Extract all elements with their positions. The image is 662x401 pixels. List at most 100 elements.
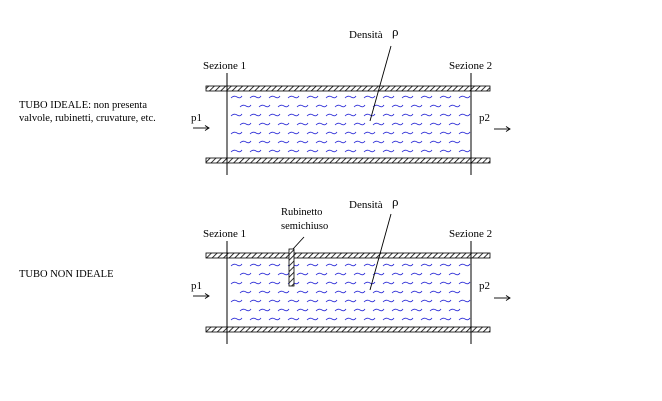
fluid-dash — [325, 317, 338, 321]
fluid-dash — [353, 104, 366, 108]
fluid-dash — [420, 149, 433, 153]
fluid-dash — [363, 149, 376, 153]
fluid-dash — [239, 122, 252, 126]
fluid-dash — [420, 263, 433, 267]
fluid-dash — [334, 308, 347, 312]
fluid-dash — [334, 122, 347, 126]
fluid-dash — [363, 131, 376, 135]
density-label: Densità — [349, 29, 383, 41]
fluid-dash — [325, 149, 338, 153]
fluid-dash — [230, 113, 243, 117]
fluid-dash — [344, 317, 357, 321]
fluid-dash — [458, 263, 471, 267]
fluid-dash — [372, 122, 385, 126]
fluid-dash — [230, 317, 243, 321]
fluid-dash — [315, 308, 328, 312]
fluid-dash — [363, 317, 376, 321]
fluid-dash — [268, 299, 281, 303]
fluid-dash — [249, 263, 262, 267]
fluid-dash — [363, 95, 376, 99]
fluid-dash — [334, 290, 347, 294]
fluid-dash — [439, 113, 452, 117]
valve-label-line2: semichiuso — [281, 221, 328, 232]
fluid-dash — [277, 272, 290, 276]
fluid-dash — [277, 290, 290, 294]
fluid-dash — [249, 131, 262, 135]
fluid-dash — [448, 290, 461, 294]
fluid-dash — [363, 263, 376, 267]
fluid-dash — [344, 113, 357, 117]
fluid-dash — [344, 131, 357, 135]
ideal-pipe: Sezione 1 Sezione 2 Densità ρ p1 p2 — [191, 24, 511, 175]
fluid-dash — [344, 263, 357, 267]
density-symbol: ρ — [392, 194, 399, 209]
fluid-dash — [448, 122, 461, 126]
fluid-dash — [344, 281, 357, 285]
fluid-dash — [230, 149, 243, 153]
fluid-dash — [382, 149, 395, 153]
section-1-label: Sezione 1 — [203, 60, 246, 72]
fluid-dash — [277, 308, 290, 312]
section-2-label: Sezione 2 — [449, 228, 492, 240]
fluid-dash — [429, 104, 442, 108]
fluid-dash — [410, 272, 423, 276]
fluid-dash — [306, 149, 319, 153]
fluid-dash — [230, 281, 243, 285]
fluid-dash — [230, 299, 243, 303]
fluid-dash — [258, 290, 271, 294]
fluid-dash — [353, 140, 366, 144]
fluid-dash — [391, 104, 404, 108]
pipe-top-wall — [205, 85, 491, 92]
section-2-label: Sezione 2 — [449, 60, 492, 72]
fluid-dash — [458, 281, 471, 285]
fluid-dash — [296, 272, 309, 276]
fluid-dash — [277, 122, 290, 126]
fluid-dash — [268, 281, 281, 285]
pressure-p2-label: p2 — [479, 280, 490, 292]
fluid-dash — [306, 131, 319, 135]
fluid-dash — [268, 131, 281, 135]
fluid-dash — [439, 281, 452, 285]
fluid-dash — [401, 299, 414, 303]
fluid-dash — [306, 317, 319, 321]
fluid-dash — [410, 308, 423, 312]
fluid-dash — [382, 317, 395, 321]
fluid-dash — [268, 317, 281, 321]
fluid-dash — [306, 95, 319, 99]
fluid-dash — [344, 95, 357, 99]
fluid-dash — [325, 95, 338, 99]
fluid-dash — [391, 290, 404, 294]
fluid-dash — [353, 272, 366, 276]
fluid-dash — [382, 263, 395, 267]
fluid-dash — [391, 308, 404, 312]
fluid-dash — [420, 317, 433, 321]
fluid-dash — [420, 281, 433, 285]
fluid-dash — [287, 149, 300, 153]
fluid-dash — [382, 299, 395, 303]
fluid-dash — [382, 113, 395, 117]
fluid-dash — [439, 299, 452, 303]
fluid-dash — [258, 140, 271, 144]
fluid-dash — [448, 272, 461, 276]
fluid-dash — [401, 131, 414, 135]
fluid-dash — [239, 290, 252, 294]
pipe-top-wall — [205, 252, 491, 259]
fluid-dash — [287, 317, 300, 321]
fluid-dash — [249, 95, 262, 99]
fluid-dash — [372, 308, 385, 312]
fluid-dash — [287, 113, 300, 117]
outflow-arrow — [494, 126, 511, 132]
pressure-p1-label: p1 — [191, 280, 202, 292]
fluid-dash — [334, 140, 347, 144]
fluid-dash — [401, 263, 414, 267]
valve-pointer — [292, 236, 305, 250]
fluid-dash — [306, 113, 319, 117]
fluid-dash — [458, 149, 471, 153]
fluid-dash — [458, 113, 471, 117]
fluid-dash — [429, 140, 442, 144]
fluid-dash — [249, 113, 262, 117]
fluid-dash — [439, 95, 452, 99]
fluid-dash — [306, 263, 319, 267]
fluid-dash — [391, 272, 404, 276]
